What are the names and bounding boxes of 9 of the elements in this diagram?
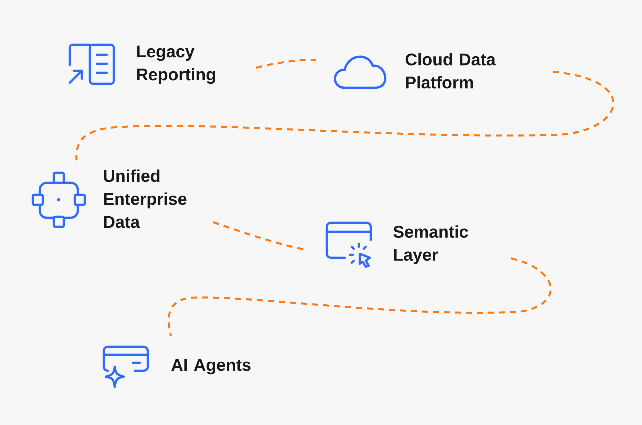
- step-label: Legacy Reporting: [137, 46, 216, 84]
- step-label: Cloud Data Platform: [406, 53, 496, 89]
- dashed-path: [256, 59, 316, 69]
- step-label: Unified Enterprise Data: [104, 170, 187, 228]
- dashed-path: [168, 258, 552, 336]
- dashed-path: [76, 71, 614, 161]
- step-label: Semantic Layer: [394, 226, 468, 264]
- dashed-path: [213, 221, 306, 251]
- step-label: AI Agents: [172, 359, 251, 375]
